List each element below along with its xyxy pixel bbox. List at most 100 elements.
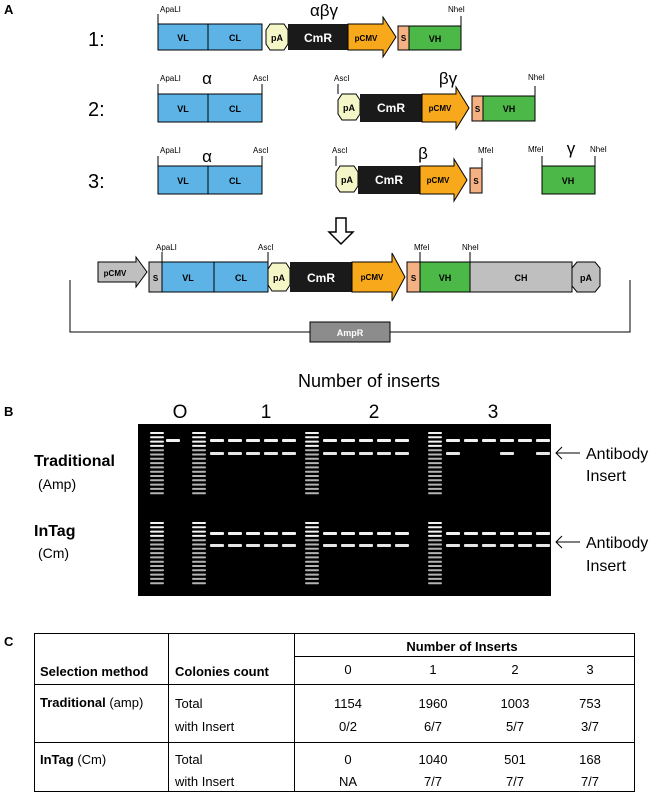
gel-band	[150, 552, 164, 555]
gel-band	[446, 452, 460, 455]
gel-band	[264, 452, 278, 455]
table-col-insert-3: 3	[586, 662, 594, 677]
gel-band	[536, 532, 550, 535]
gel-band	[150, 462, 164, 465]
row2-cmr-label: CmR	[377, 101, 405, 115]
gel-band	[446, 544, 460, 547]
gel-band	[428, 453, 442, 456]
gel-band	[305, 444, 319, 447]
gel-image	[138, 424, 551, 596]
gel-band	[482, 532, 496, 535]
gel-band	[428, 582, 442, 585]
gel-band	[428, 556, 442, 559]
gel-band	[428, 539, 442, 542]
gel-band	[518, 532, 532, 535]
gel-band	[428, 449, 442, 452]
row1-vl-label: VL	[177, 33, 189, 43]
vector-pcmv1-label: pCMV	[104, 269, 127, 278]
row2-apali-label: ApaLI	[160, 74, 181, 83]
row1-s-label: S	[401, 34, 407, 43]
gel-band	[228, 452, 242, 455]
row3-greek-gamma: γ	[567, 139, 576, 158]
gel-band	[150, 436, 164, 439]
gel-band	[192, 539, 206, 542]
gel-band	[395, 452, 409, 455]
vector-vl-label: VL	[182, 273, 194, 283]
row3-pa-label: pA	[341, 175, 353, 185]
row1-cmr-label: CmR	[304, 31, 332, 45]
gel-band	[150, 492, 164, 495]
gel-band	[359, 544, 373, 547]
gel-band	[395, 544, 409, 547]
row2-s-label: S	[475, 105, 481, 114]
gel-band	[192, 449, 206, 452]
gel-band	[210, 439, 224, 442]
gel-band	[305, 539, 319, 542]
gel-band	[246, 544, 260, 547]
row3-greek-alpha: α	[202, 147, 212, 166]
row1-pcmv-arrow	[347, 15, 397, 59]
vector-s2-label: S	[411, 274, 417, 283]
row2-vh-label: VH	[503, 104, 516, 114]
table-col-count: Colonies count	[175, 664, 269, 679]
gel-band	[464, 439, 478, 442]
gel-band	[150, 487, 164, 490]
gel-band	[428, 440, 442, 443]
gel-band	[428, 543, 442, 546]
gel-band	[150, 483, 164, 486]
gel-band	[341, 452, 355, 455]
gel-band	[150, 453, 164, 456]
row1-vh-box	[408, 25, 462, 51]
row2-pcmv-arrow	[421, 85, 470, 131]
gel-band	[428, 483, 442, 486]
gel-band	[192, 552, 206, 555]
gel-band	[150, 466, 164, 469]
gel-band	[428, 479, 442, 482]
gel-band	[192, 582, 206, 585]
gel-band	[305, 547, 319, 550]
gel-band	[305, 466, 319, 469]
row2-cl-label: CL	[229, 104, 241, 114]
row1-greek: αβγ	[310, 1, 339, 20]
row1-cl-box	[207, 23, 263, 51]
table-row1-total-label: Total	[175, 696, 203, 711]
gel-band	[305, 449, 319, 452]
gel-band	[428, 457, 442, 460]
row3-mfel-label: MfeI	[478, 146, 494, 155]
vector-pa2-label: pA	[580, 273, 592, 283]
gel-band	[192, 565, 206, 567]
table-cell: 3/7	[580, 719, 600, 734]
gel-band	[150, 556, 164, 559]
table-row2-total-label: Total	[175, 752, 203, 767]
gel-band	[377, 532, 391, 535]
vector-pcmv2-label: pCMV	[361, 273, 384, 282]
gel-band	[359, 439, 373, 442]
gel-band	[305, 492, 319, 495]
gel-band	[192, 487, 206, 490]
gel-band	[192, 577, 206, 580]
gel-band	[192, 543, 206, 546]
gel-band	[305, 534, 319, 537]
gel-band	[192, 444, 206, 447]
row1-number: 1:	[88, 29, 105, 51]
gel-band	[395, 439, 409, 442]
gel-band	[228, 544, 242, 547]
gel-band	[150, 560, 164, 563]
vector-pcmv2-arrow	[351, 252, 406, 302]
table-cell: 168	[579, 752, 601, 767]
gel-band	[150, 444, 164, 447]
row3-ascl-label: AscI	[253, 146, 269, 155]
row1-cmr-box	[288, 24, 348, 50]
down-arrow-icon	[327, 217, 355, 246]
annotation-row1-l1: Antibody	[586, 446, 648, 463]
vector-vh-label: VH	[439, 273, 452, 283]
gel-band	[464, 544, 478, 547]
gel-band	[359, 532, 373, 535]
gel-band	[166, 439, 180, 442]
row1-pcmv-label: pCMV	[355, 34, 378, 43]
gel-group-1: 1	[261, 402, 272, 423]
panel-c-letter: C	[4, 634, 14, 649]
gel-band	[210, 452, 224, 455]
gel-band	[428, 534, 442, 537]
table-cell: NA	[338, 774, 358, 789]
